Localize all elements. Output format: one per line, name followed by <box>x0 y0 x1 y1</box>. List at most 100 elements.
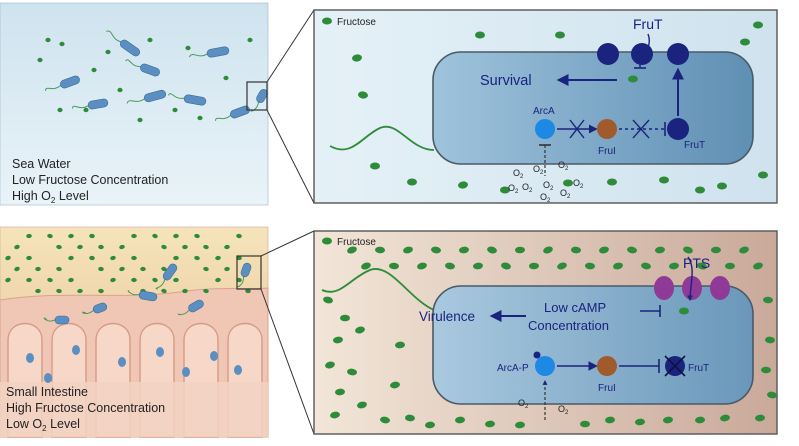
frui-label-bottom: FruI <box>598 383 616 394</box>
bacterium-body <box>188 299 204 313</box>
oxygen-symbol: O <box>522 182 529 192</box>
fructose-dot <box>529 262 539 270</box>
fructose-dot <box>613 262 623 270</box>
fructose-dot <box>325 361 335 369</box>
pts-uptake-arrow <box>687 256 693 302</box>
oxygen-symbol: O <box>560 188 567 198</box>
bacterium-flagellum <box>127 289 140 296</box>
oxygen-symbol: O <box>558 160 565 170</box>
frui-protein <box>597 119 617 139</box>
oxygen-label: O2 <box>513 168 524 180</box>
oxygen-symbol: O <box>540 192 547 202</box>
fructose-dot <box>763 296 773 304</box>
fructose-dot <box>515 246 525 254</box>
oxygen-label: O2 <box>558 404 569 416</box>
fructose-dot <box>475 31 485 39</box>
fructose-dot <box>455 416 465 424</box>
fructose-dot <box>224 266 230 272</box>
fructose-dot <box>98 244 104 250</box>
villus-bacterium <box>182 367 190 377</box>
fructose-dot <box>669 262 679 270</box>
fructose-dot <box>323 296 333 304</box>
oxygen-symbol: O <box>543 180 550 190</box>
pts-transporter-1 <box>654 276 674 300</box>
bacterium-body <box>54 315 70 325</box>
fructose-inside-bottom <box>679 307 689 315</box>
arca-label: ArcA <box>533 106 555 117</box>
fructose-dot <box>500 186 510 194</box>
fructose-dot <box>543 246 553 254</box>
villus-bacterium <box>26 353 34 363</box>
bacterium-flagellum <box>177 309 190 316</box>
fructose-dot <box>203 288 209 294</box>
fructose-legend-label-bottom: Fructose <box>337 237 376 248</box>
oxygen-subscript: 2 <box>580 184 584 190</box>
fructose-dot <box>89 255 95 261</box>
fructose-dot <box>725 262 735 270</box>
bacterium <box>215 105 250 121</box>
fructose-dot <box>459 246 469 254</box>
bacterium <box>155 263 178 290</box>
fructose-dot <box>607 178 617 186</box>
oxygen-subscript: 2 <box>515 189 519 195</box>
fructose-dot <box>485 420 495 428</box>
fructose-dot <box>663 416 673 424</box>
fructose-dot <box>37 57 43 63</box>
fructose-dot <box>14 244 20 250</box>
fructose-dot <box>98 266 104 272</box>
pts-transporter-3 <box>710 276 730 300</box>
oxygen-subscript: 2 <box>529 188 533 194</box>
oxygen-subscript: 2 <box>525 404 529 410</box>
bacterium <box>127 289 158 302</box>
bacterium <box>177 299 204 316</box>
fructose-dot <box>605 416 615 424</box>
fructose-dot <box>83 107 89 113</box>
fructose-dot <box>370 162 380 170</box>
zoom-box-top <box>246 81 268 111</box>
oxygen-label: O2 <box>560 188 571 200</box>
oxygen-label: O2 <box>508 183 519 195</box>
fructose-dot <box>147 37 153 43</box>
fructose-dot <box>119 266 125 272</box>
oxygen-label: O2 <box>518 398 529 410</box>
oxygen-label: O2 <box>573 178 584 190</box>
fructose-dot <box>740 38 750 46</box>
fructose-dot <box>487 246 497 254</box>
oxygen-label: O2 <box>558 160 569 172</box>
bacterium <box>43 315 70 325</box>
zoom-line-bottom-upper <box>260 230 315 257</box>
intestine-fructose-dots <box>5 233 251 294</box>
bacterium-flagellum <box>167 93 185 99</box>
fructose-dot <box>683 246 693 254</box>
sea-caption-line3: High O2 Level <box>12 189 89 205</box>
bacterium-body <box>140 63 160 77</box>
fructose-dot <box>26 255 32 261</box>
bacterium-flagellum <box>155 279 166 290</box>
fructose-dot <box>407 178 417 186</box>
fructose-dot <box>599 246 609 254</box>
fructose-dot <box>173 233 179 239</box>
flagellum-bottom <box>321 268 435 311</box>
fructose-dot <box>380 416 390 424</box>
zoom-box-bottom <box>236 255 262 290</box>
frut-transporter-3 <box>667 43 689 65</box>
survival-label: Survival <box>480 73 532 89</box>
oxygen-subscript: 2 <box>567 194 571 200</box>
fructose-dot <box>333 336 343 344</box>
frut-label-inner: FruT <box>684 140 705 151</box>
intestine-bacteria <box>26 262 252 383</box>
fructose-legend-dot <box>322 17 332 25</box>
fructose-dot <box>357 401 367 409</box>
fructose-dot <box>5 255 11 261</box>
zoom-line-top-upper <box>266 9 315 83</box>
bacterium <box>237 262 252 288</box>
bacterium-body <box>256 89 268 103</box>
fructose-dot <box>557 262 567 270</box>
fructose-dot <box>203 266 209 272</box>
fructose-dot <box>131 255 137 261</box>
fructose-dot <box>161 244 167 250</box>
fructose-dot <box>91 67 97 73</box>
pts-label: PTS <box>683 255 710 271</box>
bacterium-body <box>60 75 80 89</box>
